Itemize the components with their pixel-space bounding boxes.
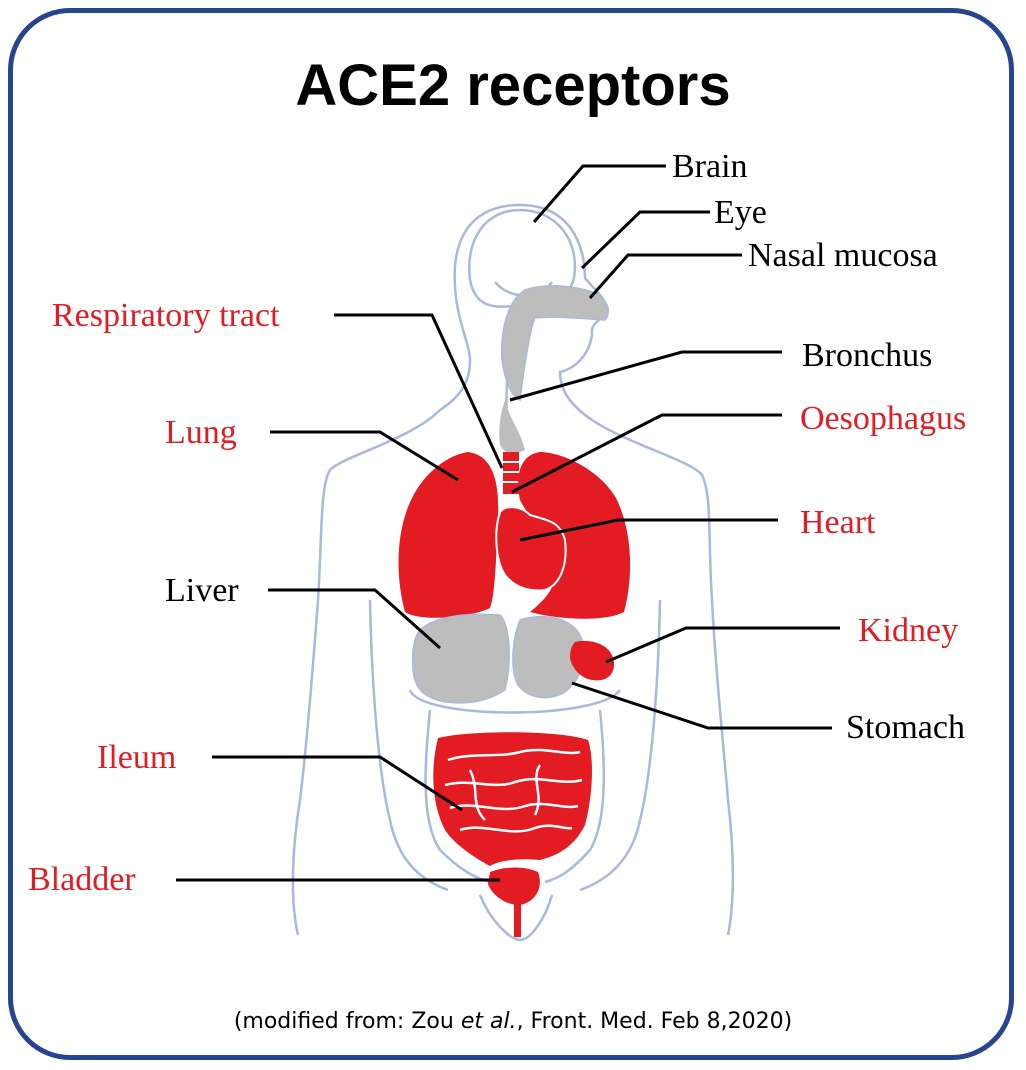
liver-shape	[413, 614, 510, 703]
label-lung: Lung	[165, 414, 237, 451]
urethra-shape	[514, 904, 521, 937]
left-lung-shape	[399, 452, 499, 618]
label-bronchus: Bronchus	[802, 337, 932, 374]
nasal-mucosa-shape	[502, 286, 608, 400]
citation-italic: et al.	[461, 1009, 517, 1034]
citation-suffix: , Front. Med. Feb 8,2020)	[517, 1009, 793, 1034]
label-ileum: Ileum	[97, 739, 176, 776]
label-respiratory-tract: Respiratory tract	[52, 297, 280, 334]
label-oesophagus: Oesophagus	[800, 400, 966, 437]
citation: (modified from: Zou et al., Front. Med. …	[0, 1009, 1026, 1034]
label-brain: Brain	[672, 148, 748, 185]
label-heart: Heart	[800, 504, 876, 541]
label-eye: Eye	[714, 194, 767, 231]
citation-prefix: (modified from: Zou	[234, 1009, 461, 1034]
throat-shape	[499, 400, 525, 453]
label-stomach: Stomach	[846, 709, 965, 746]
bladder-shape	[488, 868, 540, 906]
label-bladder: Bladder	[28, 861, 136, 898]
label-kidney: Kidney	[858, 612, 958, 649]
label-nasal-mucosa: Nasal mucosa	[748, 237, 938, 274]
label-liver: Liver	[165, 572, 239, 609]
